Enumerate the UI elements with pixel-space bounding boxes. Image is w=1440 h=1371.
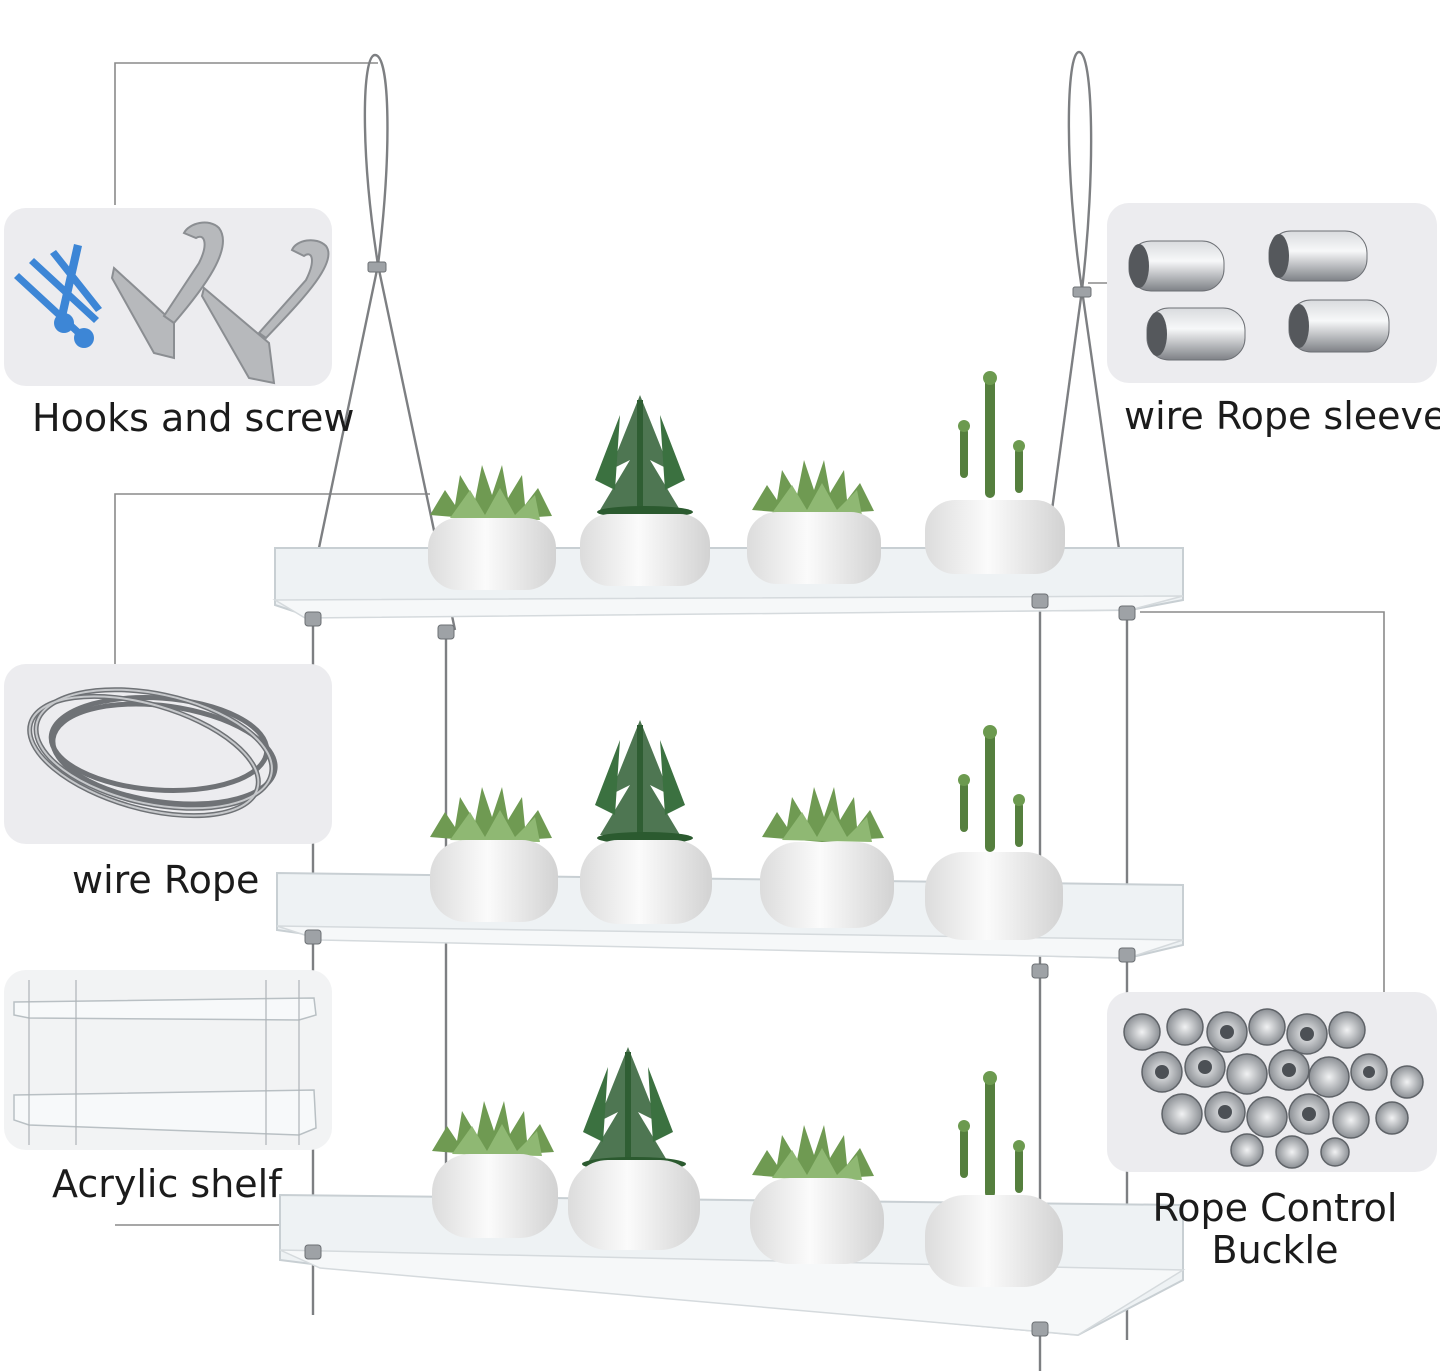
wire-clamps xyxy=(304,261,1136,1337)
sleeve-label: wire Rope sleeve xyxy=(1124,394,1440,438)
buckle-panel xyxy=(1107,992,1437,1172)
hanging-wires xyxy=(303,50,1130,1371)
acrylic-shelf-icon xyxy=(13,980,317,1145)
wire-sleeve-panel xyxy=(1107,203,1437,383)
buckle-pile-icon xyxy=(1123,1008,1424,1169)
acrylic-shelf-panel xyxy=(4,970,332,1150)
rope-label: wire Rope xyxy=(72,858,260,902)
shelf-label: Acrylic shelf xyxy=(52,1162,282,1206)
buckle-label-line1: Rope Control xyxy=(1152,1186,1398,1230)
hooks-and-screws-panel xyxy=(4,208,332,386)
wire-rope-panel xyxy=(4,664,332,844)
wire-coil-icon xyxy=(27,687,278,819)
plant-row-middle xyxy=(430,720,1063,940)
plant-row-top xyxy=(428,371,1065,590)
buckle-label-line2: Buckle xyxy=(1211,1227,1339,1272)
hooks-label: Hooks and screw xyxy=(32,396,355,440)
leader-lines xyxy=(114,62,1385,1226)
wire-sleeve-icon xyxy=(1128,230,1390,361)
plant-row-bottom xyxy=(432,1047,1063,1287)
buckle-label: Rope Control Buckle xyxy=(1130,1186,1420,1272)
hooks-and-screws-icon xyxy=(14,221,330,385)
